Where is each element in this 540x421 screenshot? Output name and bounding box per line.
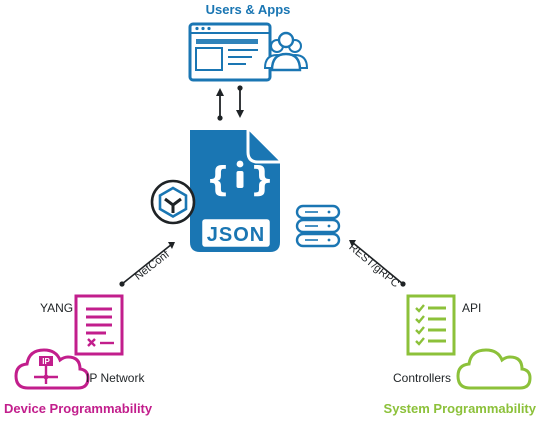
module-hex-icon xyxy=(150,179,196,225)
json-badge: JSON xyxy=(207,224,265,246)
controllers-label: Controllers xyxy=(393,371,451,385)
users-apps-title: Users & Apps xyxy=(206,2,291,17)
svg-text:}: } xyxy=(250,160,274,200)
ip-network-label: IP Network xyxy=(86,371,145,385)
rest-grpc-label: REST/gRPC xyxy=(346,241,401,290)
system-programmability-title: System Programmability xyxy=(384,401,537,416)
yang-document-icon xyxy=(74,294,124,356)
api-checklist-icon xyxy=(406,294,456,356)
json-document-icon: { } xyxy=(190,130,280,252)
ip-cloud-icon xyxy=(14,348,90,390)
browser-window-icon xyxy=(188,22,272,82)
controllers-cloud-icon xyxy=(456,348,532,390)
vertical-arrows xyxy=(216,85,244,121)
users-group-icon xyxy=(263,31,309,72)
yang-label: YANG xyxy=(40,301,73,315)
ip-tag: IP xyxy=(42,357,50,366)
api-label: API xyxy=(462,301,481,315)
netconf-connector xyxy=(119,242,175,287)
svg-text:{: { xyxy=(206,160,230,200)
device-programmability-title: Device Programmability xyxy=(4,401,153,416)
netconf-label: NetConf xyxy=(133,248,173,283)
rest-grpc-connector xyxy=(349,240,406,287)
database-icon xyxy=(295,204,341,248)
